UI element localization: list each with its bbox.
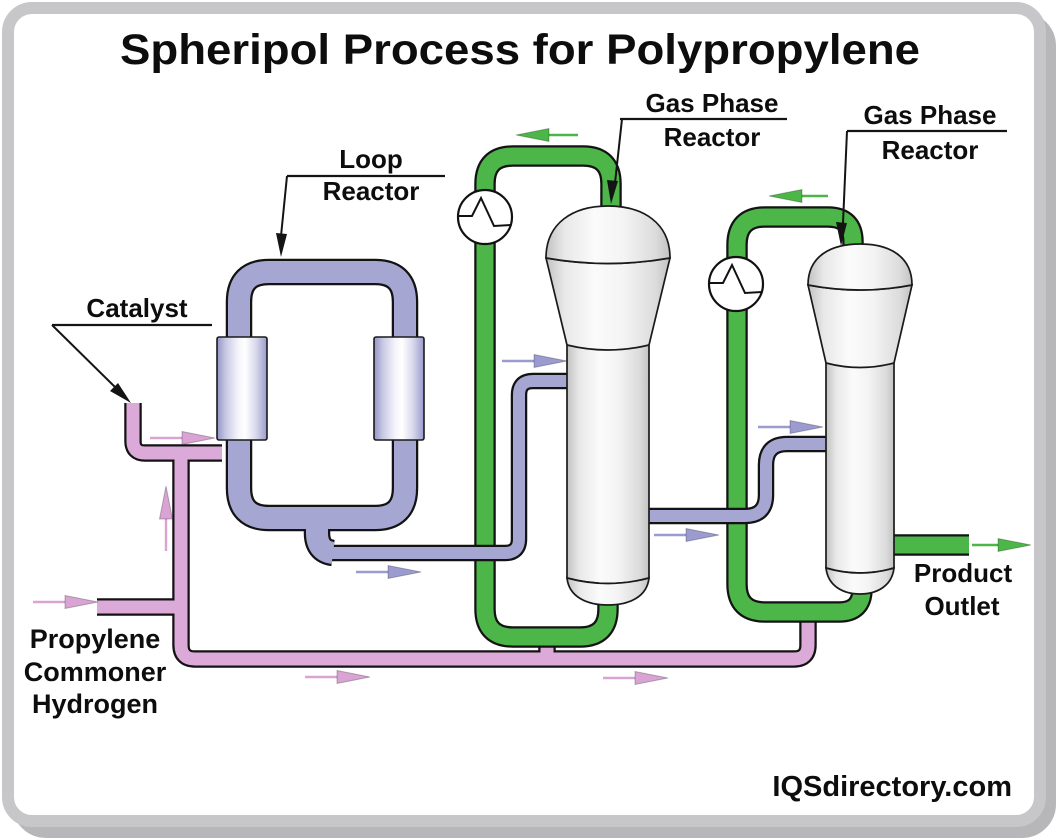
label-feed-line3: Hydrogen [32,689,158,719]
loop-column-right [373,336,425,441]
gpr2-leader [842,130,848,224]
reactor-1-body [566,342,650,585]
loop-reactor-leader [280,175,288,237]
heat-exchanger-1-zigzag [459,195,512,228]
label-product-line2: Outlet [924,591,999,621]
flow-arrow-left-recycle2-icon [768,188,828,204]
reactor-2-body [825,360,895,574]
reactor-1-dome [545,205,671,265]
flow-arrow-feed-riser-up-icon [158,485,174,551]
heat-exchanger-1-circle [456,188,514,246]
flow-arrow-header-1-icon [305,669,371,685]
flow-arrow-catalyst-icon [150,430,216,446]
loop-column-left [216,336,268,441]
flow-arrows [33,127,1032,686]
loop-reactor-pointer-icon [276,233,287,257]
catalyst-pointer-icon [110,383,131,403]
label-loop-reactor-line2: Reactor [323,176,420,206]
reactor-2-bottom-cap [825,566,895,595]
page-title: Spheripol Process for Polypropylene [120,26,920,74]
label-product-line1: Product [914,558,1013,588]
gas-recycle-piping [474,145,969,648]
gpr1-leader [614,118,623,184]
heat-exchanger-2-zigzag [710,262,763,295]
feed-piping [97,403,817,668]
label-feed-line2: Commoner [24,657,167,687]
catalyst-pipe [126,403,222,460]
flow-arrow-feed-inlet-icon [33,594,99,610]
flow-arrow-reactor2-inlet-icon [758,419,824,435]
watermark-text: IQSdirectory.com [772,771,1012,803]
catalyst-leader [51,324,116,388]
gas-phase-reactor-2-vessel [806,243,914,595]
reactor-1-shoulder [544,256,672,351]
label-gpr2-line1: Gas Phase [864,100,997,130]
heat-exchanger-2-icon [707,255,765,313]
transfer-pipe-1 [329,375,573,559]
label-feed-line1: Propylene [30,624,161,654]
label-loop-reactor-line1: Loop [339,144,403,174]
gas-phase-reactor-1-vessel [544,205,672,606]
label-gpr1-line2: Reactor [664,122,761,152]
transfer-pipe-2 [644,438,832,522]
flow-arrow-reactor1-outlet-icon [654,527,720,543]
gpr2-pointer-icon [836,222,847,246]
label-gpr2-line2: Reactor [882,135,979,165]
label-leaders [51,117,1007,403]
heat-exchanger-1-icon [456,188,514,246]
reactor-2-shoulder [806,283,914,369]
gpr1-pointer-icon [607,180,618,204]
flow-arrow-header-2-icon [603,670,669,686]
label-gpr1-line1: Gas Phase [646,88,779,118]
feed-riser-header-pipe [174,447,815,666]
reactor-1-bottom-cap [566,576,650,606]
flow-arrow-reactor1-inlet-icon [502,353,568,369]
flow-arrow-left-recycle1-icon [515,127,578,143]
label-catalyst: Catalyst [86,293,187,323]
recycle-loop-1-pipe [476,147,620,646]
heat-exchanger-2-circle [707,255,765,313]
reactor-2-dome [807,243,913,291]
recycle-loop-2-pipe [728,208,871,621]
flow-arrow-product-outlet-icon [972,537,1032,553]
flow-arrow-loop-outlet-icon [356,564,422,580]
